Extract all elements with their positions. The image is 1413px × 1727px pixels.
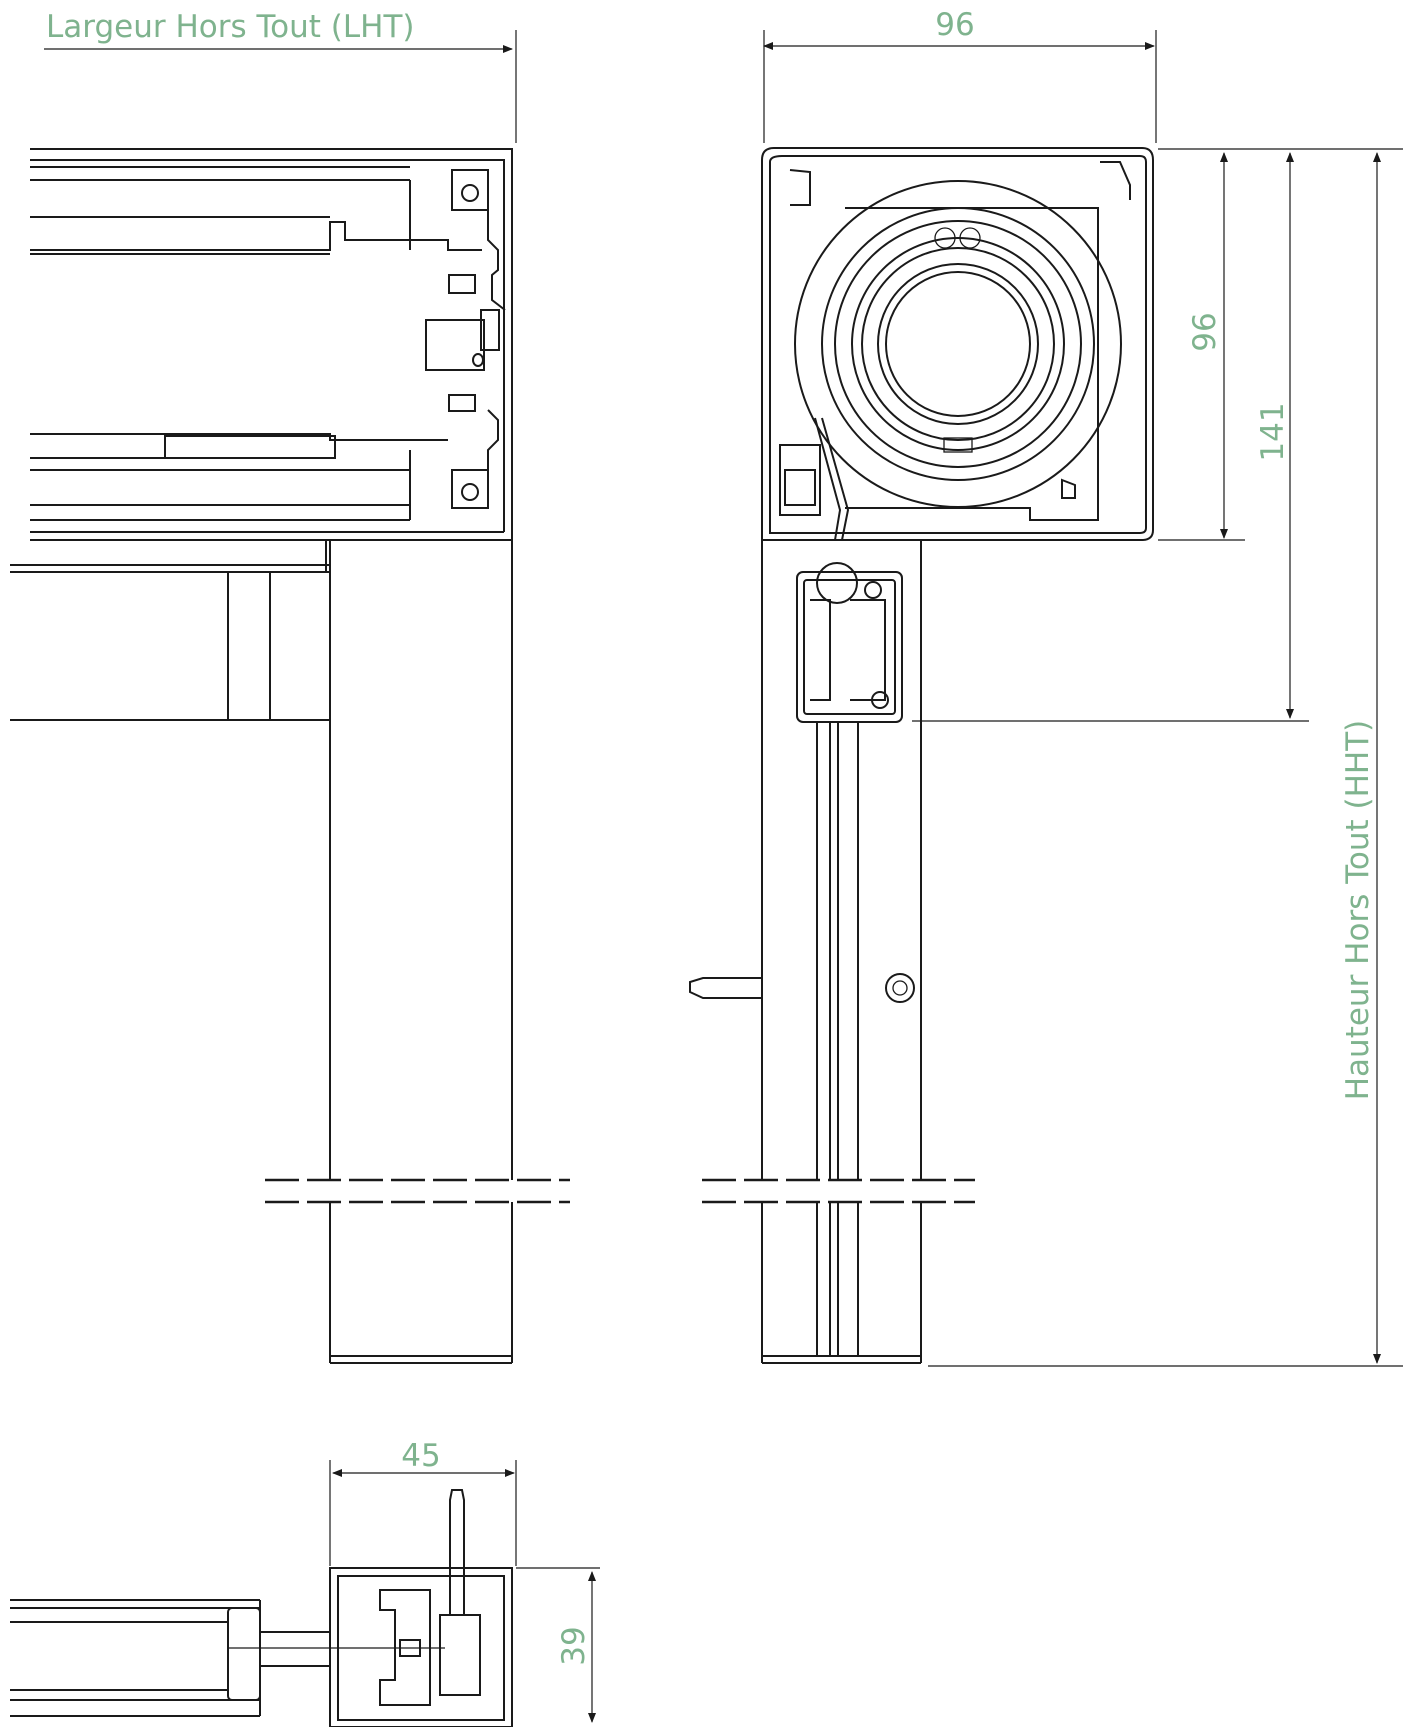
window-sash <box>10 540 330 721</box>
dimension-141: 141 <box>912 148 1309 722</box>
dim-45-label: 45 <box>401 1438 440 1474</box>
roller-box <box>761 147 1154 541</box>
plan-detail <box>10 1489 513 1727</box>
roller-drum <box>794 180 1122 508</box>
dim-141-label: 141 <box>1255 402 1291 461</box>
dim-39-label: 39 <box>556 1626 592 1665</box>
header-box <box>30 148 513 541</box>
break-line-front <box>265 1178 570 1204</box>
guide-rail-side <box>689 540 922 1364</box>
break-line-side <box>702 1178 975 1204</box>
lht-label: Largeur Hors Tout (LHT) <box>46 9 415 45</box>
slat-curtain <box>814 417 850 541</box>
side-section-view <box>689 147 1154 1364</box>
hht-label: Hauteur Hors Tout (HHT) <box>1340 720 1376 1101</box>
guide-rail-front <box>329 540 513 1364</box>
dimension-96-width: 96 <box>763 7 1157 143</box>
dimension-lht: Largeur Hors Tout (LHT) <box>44 9 517 143</box>
dimension-96-height: 96 <box>1158 148 1245 541</box>
front-view <box>10 148 570 1364</box>
dim-96-top-label: 96 <box>935 7 974 43</box>
dimension-39: 39 <box>516 1567 600 1723</box>
dim-96-side-label: 96 <box>1187 312 1223 351</box>
dimension-45: 45 <box>329 1438 517 1566</box>
dimension-hht: Hauteur Hors Tout (HHT) <box>928 148 1403 1367</box>
